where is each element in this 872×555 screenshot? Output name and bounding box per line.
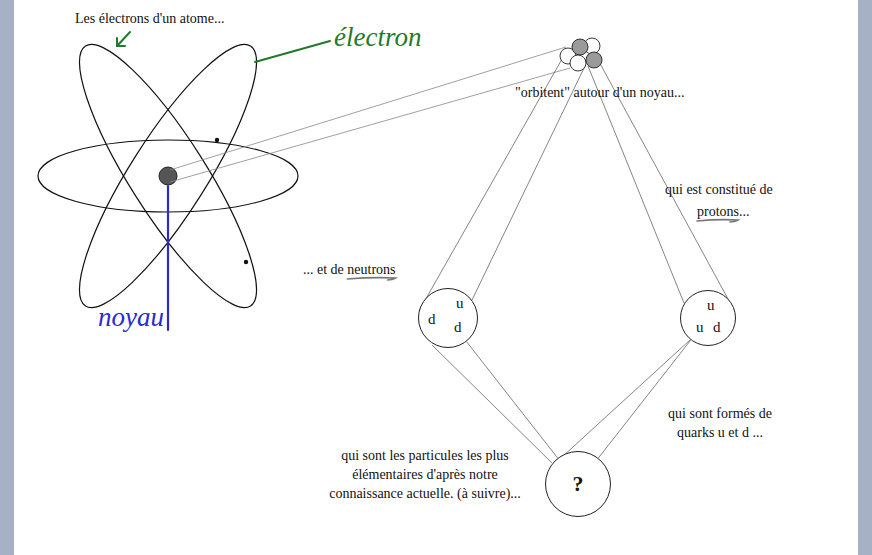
quark-letter: u [707,297,715,313]
unknown-particle-circle: ? [545,451,611,517]
quark-letter: u [456,295,464,311]
caption-text: qui est constitué de [665,182,773,197]
proton-circle: uud [680,290,736,346]
quark-letter: d [454,319,462,335]
caption-text: "orbitent" autour d'un noyau... [515,85,684,100]
neutron-circle: dud [418,288,478,348]
handwritten-label: noyau [98,302,164,332]
unknown-mark: ? [573,471,584,496]
quark-letter: d [428,311,436,327]
caption-text: protons... [697,204,750,219]
handwritten-label: électron [334,22,421,52]
connector-line [598,340,690,458]
quark-letter: u [696,319,704,335]
hand-underline [697,220,738,222]
caption-text: Les électrons d'un atome... [75,11,224,26]
connector-line [466,342,557,458]
caption-text: qui sont les particules les plus élément… [329,448,521,501]
quark-letter: d [713,319,721,335]
caption-text: qui sont formés de quarks u et d ... [668,406,772,440]
caption-text: ... et de neutrons [303,262,396,277]
hand-underline [347,278,395,280]
